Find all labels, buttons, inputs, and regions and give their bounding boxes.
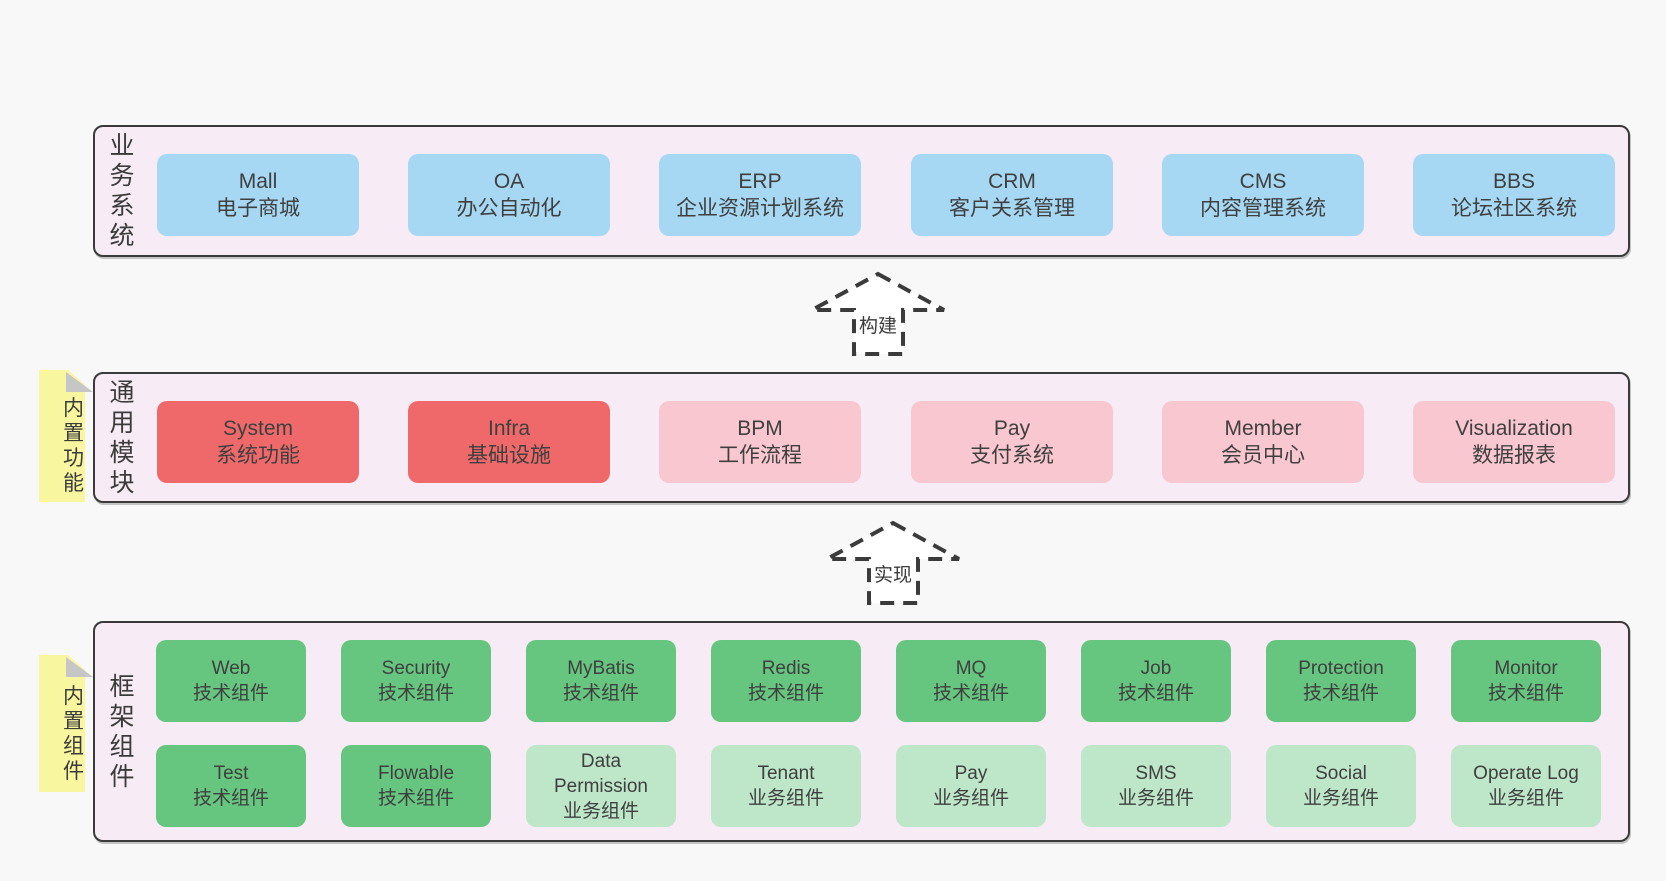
box-visualization: Visualization 数据报表 xyxy=(1413,401,1615,483)
box-title: Visualization xyxy=(1455,417,1573,440)
box-oa: OA 办公自动化 xyxy=(408,154,610,236)
box-sms: SMS 业务组件 xyxy=(1081,745,1231,827)
box-subtitle: 业务组件 xyxy=(932,788,1009,809)
box-subtitle: 业务组件 xyxy=(1487,788,1564,809)
tab-built-in-features xyxy=(39,370,85,502)
box-title: System xyxy=(222,417,293,440)
box-subtitle: 会员中心 xyxy=(1221,444,1305,467)
box-title: Social xyxy=(1315,763,1367,784)
box-subtitle: 内容管理系统 xyxy=(1200,197,1326,220)
box-title: ERP xyxy=(738,170,782,193)
box-subtitle: 业务组件 xyxy=(1302,788,1379,809)
box-redis: Redis 技术组件 xyxy=(711,640,861,722)
box-title: Operate Log xyxy=(1473,763,1579,784)
box-subtitle: 基础设施 xyxy=(467,444,551,467)
box-subtitle: 办公自动化 xyxy=(456,197,562,220)
box-subtitle: 技术组件 xyxy=(1302,683,1379,704)
box-mybatis: MyBatis 技术组件 xyxy=(526,640,676,722)
box-security: Security 技术组件 xyxy=(341,640,491,722)
box-subtitle: 技术组件 xyxy=(932,683,1009,704)
box-title: Infra xyxy=(487,417,531,440)
box-test: Test 技术组件 xyxy=(156,745,306,827)
box-mq: MQ 技术组件 xyxy=(896,640,1046,722)
box-subtitle: 业务组件 xyxy=(562,800,639,822)
box-subtitle: 电子商城 xyxy=(216,197,300,220)
box-erp: ERP 企业资源计划系统 xyxy=(659,154,861,236)
box-web: Web 技术组件 xyxy=(156,640,306,722)
side-label-business-systems: 业务系统 xyxy=(109,132,135,250)
box-monitor: Monitor 技术组件 xyxy=(1451,640,1601,722)
arrow-build: 构建 xyxy=(808,270,948,358)
box-title: Pay xyxy=(993,417,1031,440)
box-member: Member 会员中心 xyxy=(1162,401,1364,483)
box-title: OA xyxy=(493,170,525,193)
box-bpm: BPM 工作流程 xyxy=(659,401,861,483)
box-title: Pay xyxy=(954,763,988,784)
box-title: CMS xyxy=(1239,170,1287,193)
box-bbs: BBS 论坛社区系统 xyxy=(1413,154,1615,236)
box-tenant: Tenant 业务组件 xyxy=(711,745,861,827)
box-title: SMS xyxy=(1135,763,1177,784)
box-pay-component: Pay 业务组件 xyxy=(896,745,1046,827)
arrow-build-label: 构建 xyxy=(855,310,901,339)
box-title: Job xyxy=(1140,658,1172,679)
box-subtitle: 系统功能 xyxy=(216,444,300,467)
box-subtitle: 支付系统 xyxy=(970,444,1054,467)
box-title: MyBatis xyxy=(567,658,635,679)
box-subtitle: 业务组件 xyxy=(747,788,824,809)
box-subtitle: 企业资源计划系统 xyxy=(676,197,844,220)
box-title: Data Permission xyxy=(554,750,648,797)
box-title: CRM xyxy=(988,170,1036,193)
box-cms: CMS 内容管理系统 xyxy=(1162,154,1364,236)
box-subtitle: 工作流程 xyxy=(718,444,802,467)
arrow-implement-label: 实现 xyxy=(870,559,916,588)
box-subtitle: 技术组件 xyxy=(377,788,454,809)
box-title: BBS xyxy=(1492,170,1536,193)
box-subtitle: 技术组件 xyxy=(562,683,639,704)
box-protection: Protection 技术组件 xyxy=(1266,640,1416,722)
box-title: Mall xyxy=(238,170,278,193)
tab-built-in-features-label: 内置功能 xyxy=(63,397,84,495)
tab-built-in-components xyxy=(39,655,85,792)
box-subtitle: 业务组件 xyxy=(1117,788,1194,809)
tab-built-in-components-label: 内置组件 xyxy=(63,685,84,783)
box-title: Monitor xyxy=(1494,658,1558,679)
box-subtitle: 技术组件 xyxy=(192,683,269,704)
box-subtitle: 客户关系管理 xyxy=(949,197,1075,220)
box-title: MQ xyxy=(955,658,987,679)
box-job: Job 技术组件 xyxy=(1081,640,1231,722)
box-mall: Mall 电子商城 xyxy=(157,154,359,236)
section-common-modules: 通用模块 System 系统功能 Infra 基础设施 BPM 工作流程 Pay… xyxy=(93,372,1630,503)
box-title: Security xyxy=(381,658,451,679)
section-business-systems: 业务系统 Mall 电子商城 OA 办公自动化 ERP 企业资源计划系统 CRM… xyxy=(93,125,1630,257)
box-title: Tenant xyxy=(757,763,815,784)
box-crm: CRM 客户关系管理 xyxy=(911,154,1113,236)
box-data-permission: Data Permission 业务组件 xyxy=(526,745,676,827)
box-title: Member xyxy=(1224,417,1302,440)
box-title: BPM xyxy=(737,417,783,440)
box-title: Protection xyxy=(1298,658,1384,679)
box-social: Social 业务组件 xyxy=(1266,745,1416,827)
box-operate-log: Operate Log 业务组件 xyxy=(1451,745,1601,827)
box-pay-system: Pay 支付系统 xyxy=(911,401,1113,483)
side-label-common-modules: 通用模块 xyxy=(109,378,135,497)
box-title: Redis xyxy=(761,658,811,679)
section-framework-components: 框架组件 Web 技术组件 Security 技术组件 MyBatis 技术组件… xyxy=(93,621,1630,842)
arrow-implement: 实现 xyxy=(823,519,963,607)
box-infra: Infra 基础设施 xyxy=(408,401,610,483)
box-title: Test xyxy=(213,763,249,784)
box-subtitle: 技术组件 xyxy=(377,683,454,704)
side-label-framework-components: 框架组件 xyxy=(109,672,135,791)
box-flowable: Flowable 技术组件 xyxy=(341,745,491,827)
box-subtitle: 技术组件 xyxy=(1487,683,1564,704)
box-subtitle: 技术组件 xyxy=(747,683,824,704)
box-subtitle: 技术组件 xyxy=(192,788,269,809)
box-subtitle: 数据报表 xyxy=(1472,444,1556,467)
box-subtitle: 技术组件 xyxy=(1117,683,1194,704)
box-title: Flowable xyxy=(377,763,455,784)
box-subtitle: 论坛社区系统 xyxy=(1451,197,1577,220)
box-title: Web xyxy=(211,658,251,679)
box-system: System 系统功能 xyxy=(157,401,359,483)
